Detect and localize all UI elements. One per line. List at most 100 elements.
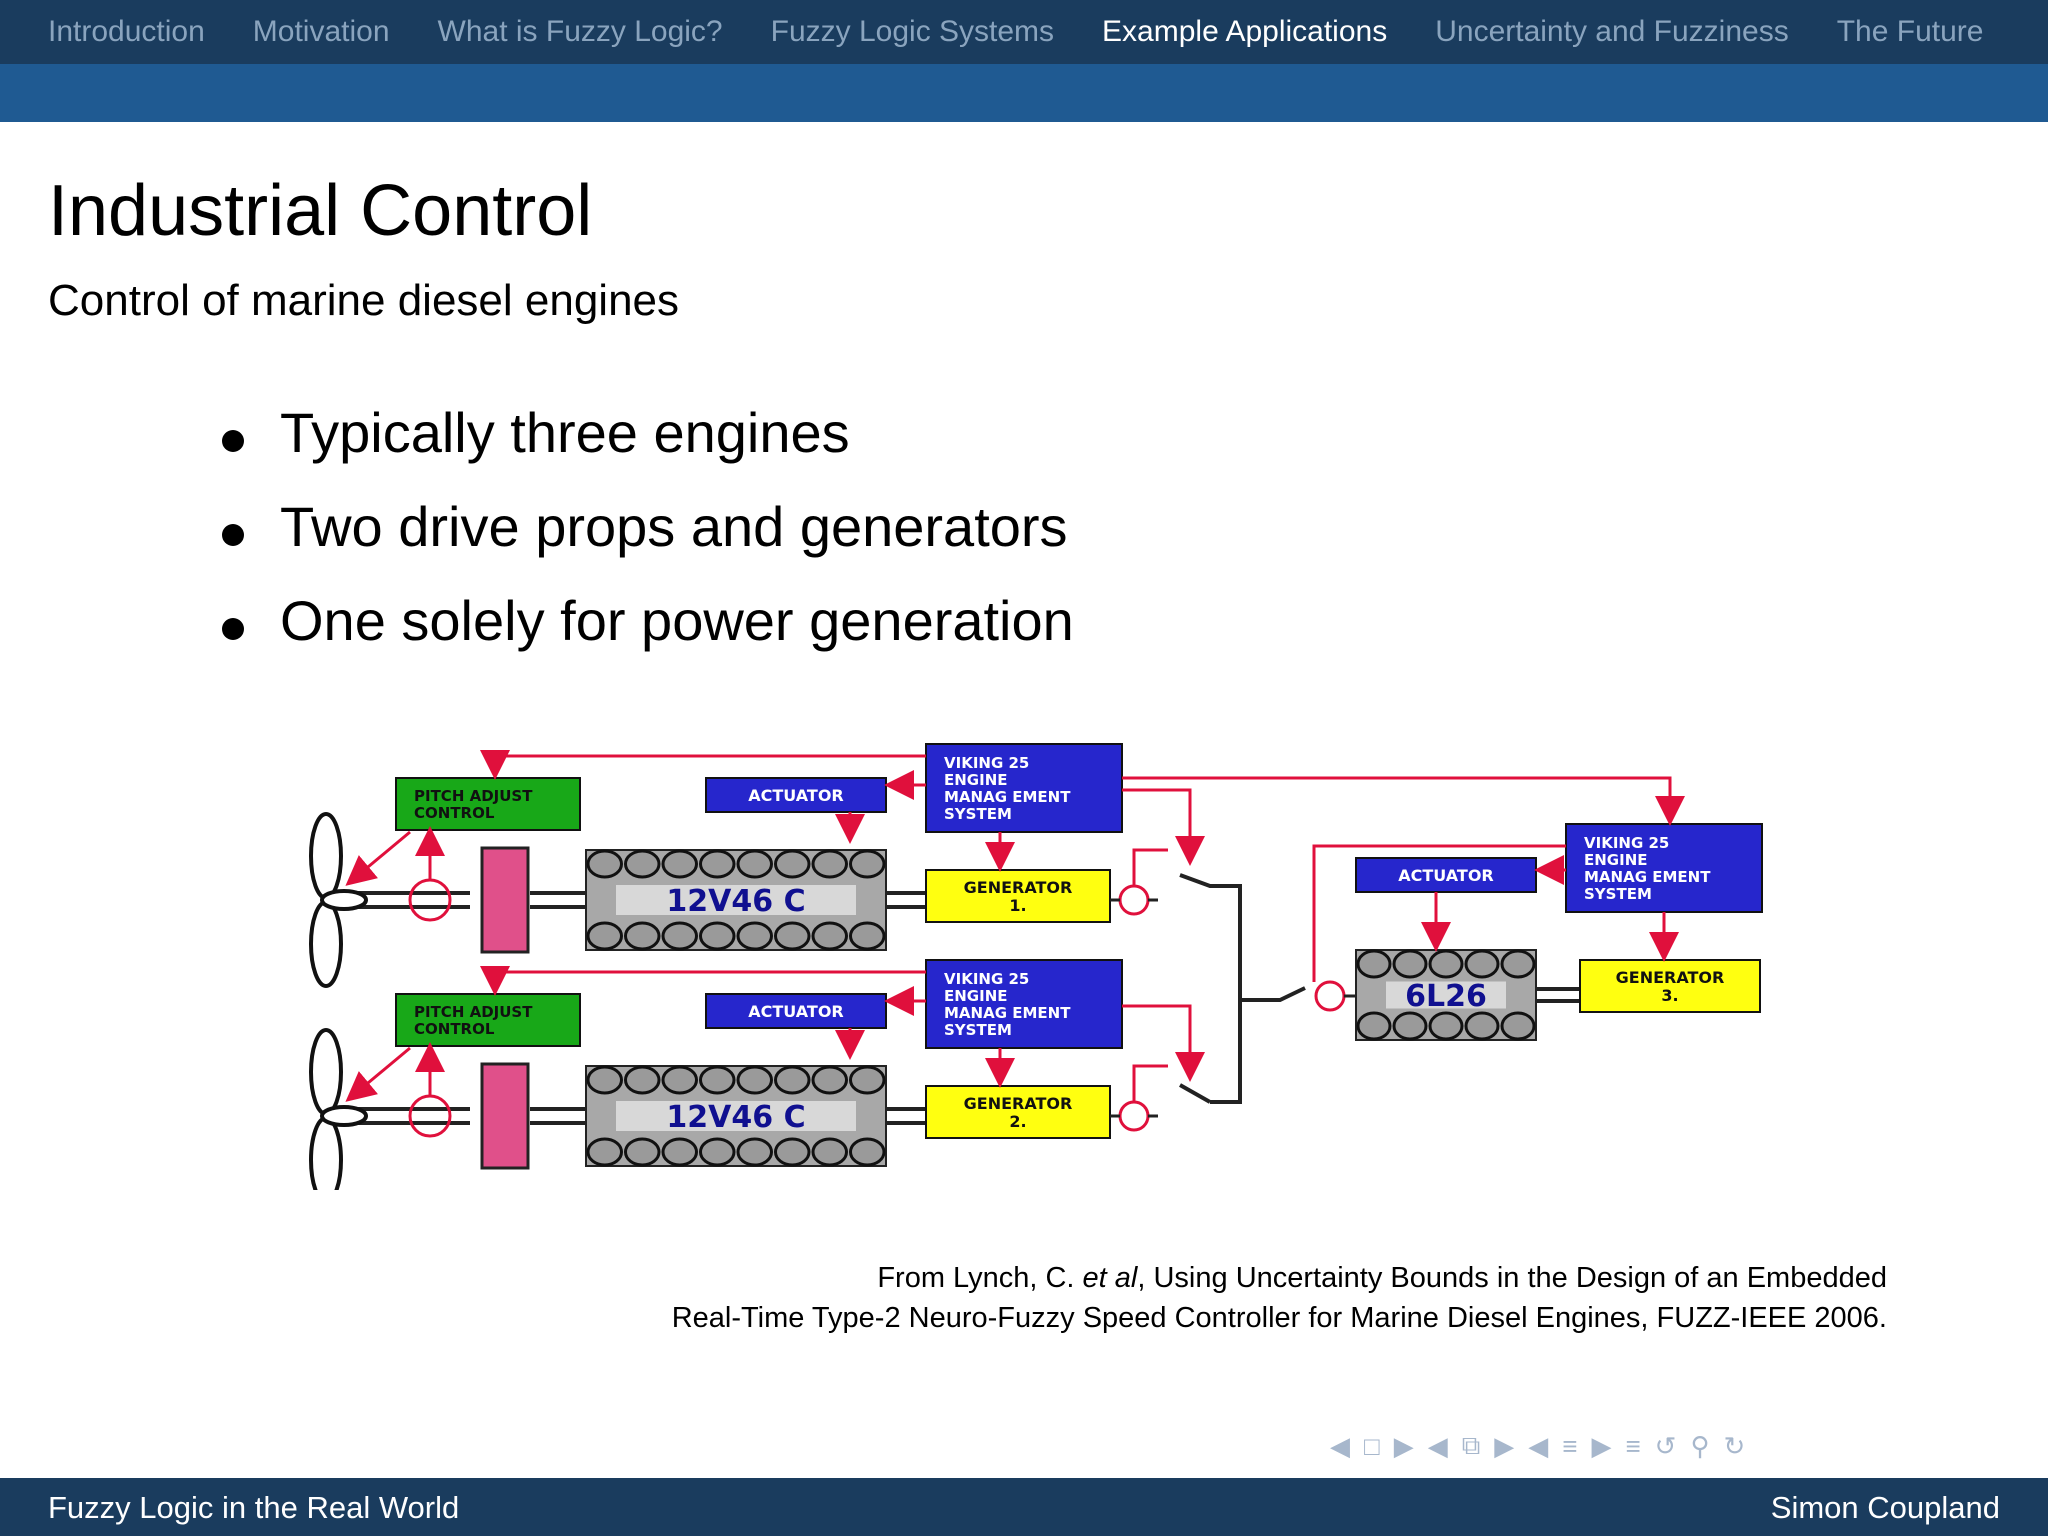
diesel-engine: 6L26 [1355, 949, 1537, 1041]
cylinder-icon [736, 1065, 773, 1095]
pitch-adjust-control-box-text: PITCH ADJUST [414, 787, 533, 805]
cylinder-icon [1500, 1011, 1536, 1041]
next-subsection-icon[interactable]: ▶ [1494, 1430, 1515, 1461]
generator-box-text: GENERATOR [964, 1094, 1073, 1113]
bus-bar [1179, 873, 1360, 1104]
citation-prefix: From Lynch, C. [877, 1262, 1083, 1294]
prev-section-icon[interactable]: ◀ [1528, 1430, 1549, 1461]
diesel-engine: 12V46 C [585, 1065, 887, 1167]
engine-management-box-text: MANAG EMENT [944, 788, 1071, 806]
cylinder-icon [624, 921, 661, 951]
nav-what-is-fuzzy-logic[interactable]: What is Fuzzy Logic? [437, 15, 723, 48]
bullet-dot-icon [222, 524, 244, 546]
cylinder-icon [736, 849, 773, 879]
pitch-adjust-control-box-text: PITCH ADJUST [414, 1003, 533, 1021]
cylinder-icon [849, 1065, 886, 1095]
engine-management-box-text: ENGINE [944, 771, 1008, 789]
diesel-engine: 12V46 C [585, 849, 887, 951]
gearbox-icon [480, 1062, 530, 1170]
generator-box-text: GENERATOR [1616, 968, 1725, 987]
bullet-text: Two drive props and generators [280, 495, 1068, 558]
engine-management-box-text: ENGINE [1584, 851, 1648, 869]
cylinder-icon [774, 1137, 811, 1167]
prev-frame-icon[interactable]: ◀ [1330, 1430, 1350, 1461]
breaker-icon [1118, 1100, 1150, 1132]
cylinder-icon [736, 1137, 773, 1167]
citation: From Lynch, C. et al, Using Uncertainty … [672, 1258, 1887, 1338]
cylinder-icon [1356, 1011, 1392, 1041]
nav-the-future[interactable]: The Future [1836, 15, 1984, 48]
nav-example-applications[interactable]: Example Applications [1102, 15, 1388, 48]
cylinder-icon [1428, 1011, 1464, 1041]
breaker-icon [1118, 884, 1150, 916]
citation-italic: et al [1082, 1262, 1138, 1294]
bullet-dot-icon [222, 618, 244, 640]
actuator-box-text: ACTUATOR [1398, 866, 1494, 885]
cylinder-icon [811, 1137, 848, 1167]
cylinder-icon [1356, 949, 1392, 979]
engine-management-box-text: VIKING 25 [944, 754, 1029, 772]
breaker-icon [1314, 980, 1346, 1012]
nav-motivation[interactable]: Motivation [252, 15, 390, 48]
generator-box-text: 3. [1661, 986, 1678, 1005]
cylinder-icon [1500, 949, 1536, 979]
cylinder-icon [661, 1065, 698, 1095]
cylinder-icon [1428, 949, 1464, 979]
engine-management-box-text: ENGINE [944, 987, 1008, 1005]
engine-management-box-text: MANAG EMENT [1584, 868, 1711, 886]
search-icon[interactable]: ⚲ [1690, 1430, 1710, 1461]
section-icon[interactable]: ≡ [1562, 1430, 1578, 1461]
bullet-dot-icon [222, 430, 244, 452]
generator-box-text: GENERATOR [964, 878, 1073, 897]
cylinder-icon [811, 849, 848, 879]
gearbox-icon [480, 846, 530, 954]
propeller-icon [309, 1028, 368, 1190]
nav-introduction[interactable]: Introduction [48, 15, 205, 48]
cylinder-icon [699, 849, 736, 879]
subsection-icon[interactable]: ⧉ [1461, 1430, 1481, 1460]
engine-label: 12V46 C [666, 884, 805, 919]
back-icon[interactable]: ↺ [1654, 1430, 1677, 1461]
pitch-adjust-control-box-text: CONTROL [414, 1020, 495, 1038]
cylinder-icon [699, 1137, 736, 1167]
nav-fuzzy-logic-systems[interactable]: Fuzzy Logic Systems [770, 15, 1055, 48]
nav-uncertainty-and-fuzziness[interactable]: Uncertainty and Fuzziness [1435, 15, 1789, 48]
cylinder-icon [774, 1065, 811, 1095]
footer: Fuzzy Logic in the Real World Simon Coup… [0, 1478, 2048, 1536]
frame-icon[interactable]: □ [1364, 1430, 1380, 1461]
citation-line-2: Real-Time Type-2 Neuro-Fuzzy Speed Contr… [671, 1302, 1887, 1334]
cylinder-icon [586, 921, 623, 951]
cylinder-icon [586, 1065, 623, 1095]
next-section-icon[interactable]: ▶ [1591, 1430, 1612, 1461]
actuator-box: ACTUATOR [705, 777, 887, 813]
cylinder-icon [661, 921, 698, 951]
cylinder-icon [624, 1137, 661, 1167]
prev-subsection-icon[interactable]: ◀ [1427, 1430, 1448, 1461]
appendix-icon[interactable]: ≡ [1625, 1430, 1641, 1461]
slide-title: Industrial Control [48, 171, 593, 251]
cylinder-icon [811, 1065, 848, 1095]
next-frame-icon[interactable]: ▶ [1393, 1430, 1414, 1461]
engine-management-box-text: SYSTEM [944, 805, 1012, 823]
engine-label: 6L26 [1405, 979, 1487, 1014]
bullet-text: Typically three engines [280, 401, 850, 464]
cylinder-icon [811, 921, 848, 951]
header-band [0, 64, 2048, 122]
footer-title: Fuzzy Logic in the Real World [48, 1490, 460, 1525]
section-navigation: Introduction Motivation What is Fuzzy Lo… [0, 0, 2048, 64]
engine-management-box-text: SYSTEM [1584, 885, 1652, 903]
cylinder-icon [1392, 949, 1428, 979]
forward-icon[interactable]: ↻ [1723, 1430, 1746, 1461]
engine-management-box-text: MANAG EMENT [944, 1004, 1071, 1022]
generator-box-text: 2. [1009, 1112, 1026, 1131]
cylinder-icon [624, 1065, 661, 1095]
